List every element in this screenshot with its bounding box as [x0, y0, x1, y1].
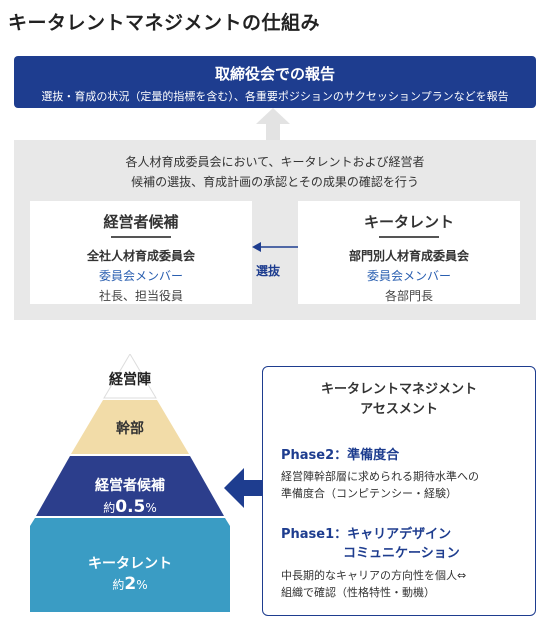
- key-talent-card: キータレント 部門別人材育成委員会 委員会メンバー 各部門長: [298, 201, 520, 304]
- percent-value: 0.5: [115, 497, 146, 517]
- heading-underline: [379, 236, 439, 238]
- assessment-title: キータレントマネジメント アセスメント: [262, 380, 536, 420]
- phase1-desc-1: 中長期的なキャリアの方向性を個人⇔: [281, 569, 467, 582]
- selection-label: 選抜: [256, 264, 281, 278]
- phase2-section: Phase2：準備度合 経営陣幹部層に求められる期待水準への 準備度合（コンピテ…: [281, 444, 531, 502]
- pyramid-third-percent: 約0.5%: [70, 497, 190, 517]
- percent-unit: %: [145, 501, 157, 515]
- approx-prefix: 約: [112, 578, 125, 592]
- executive-candidate-card: 経営者候補 全社人材育成委員会 委員会メンバー 社長、担当役員: [30, 201, 252, 304]
- board-report-box: 取締役会での報告 選抜・育成の状況（定量的指標を含む）、各重要ポジションのサクセ…: [14, 56, 536, 108]
- members-label: 委員会メンバー: [366, 269, 451, 283]
- pyramid-tier-bottom: [30, 518, 230, 612]
- approx-prefix: 約: [103, 501, 116, 515]
- pyramid-bottom-label: キータレント: [88, 556, 172, 572]
- card-heading: キータレント: [363, 213, 454, 231]
- phase2-label: Phase2：準備度合: [281, 448, 400, 463]
- members-list: 社長、担当役員: [98, 289, 183, 303]
- assessment-title-line-1: キータレントマネジメント: [320, 382, 477, 397]
- pyramid-top-label: 経営陣: [109, 372, 151, 388]
- phase2-desc-1: 経営陣幹部層に求められる期待水準への: [281, 470, 479, 483]
- phase1-section: Phase1：キャリアデザイン コミュニケーション 中長期的なキャリアの方向性を…: [281, 523, 531, 601]
- pyramid-bottom-percent: 約2%: [60, 574, 200, 594]
- talent-pyramid: [30, 354, 230, 612]
- pyramid-tier-third: [36, 456, 224, 516]
- phase1-desc-2: 組織で確認（性格特性・動機）: [281, 586, 435, 599]
- pyramid-tier-second: [71, 400, 189, 454]
- assessment-box: [262, 366, 536, 616]
- pyramid-tier-top: [103, 354, 157, 399]
- heading-underline: [111, 236, 171, 238]
- percent-unit: %: [136, 578, 148, 592]
- committee-name: 全社人材育成委員会: [86, 249, 195, 263]
- page-title: キータレントマネジメントの仕組み: [8, 12, 321, 34]
- phase1-label-2: コミュニケーション: [343, 546, 460, 561]
- left-arrow-icon: [224, 468, 262, 508]
- assessment-title-line-2: アセスメント: [360, 402, 438, 417]
- board-subtext: 選抜・育成の状況（定量的指標を含む）、各重要ポジションのサクセッションプランなど…: [41, 90, 509, 103]
- left-arrow-icon: [252, 242, 298, 252]
- pyramid-second-label: 幹部: [116, 421, 144, 437]
- committee-line-2: 候補の選抜、育成計画の承認とその成果の確認を行う: [131, 175, 419, 189]
- phase2-desc-2: 準備度合（コンピテンシー・経験）: [281, 487, 457, 500]
- pyramid-third-label: 経営者候補: [95, 478, 165, 494]
- members-label: 委員会メンバー: [98, 269, 183, 283]
- phase1-label: Phase1：キャリアデザイン: [281, 527, 452, 542]
- up-arrow-icon: [256, 108, 290, 142]
- card-heading: 経営者候補: [103, 213, 179, 231]
- percent-value: 2: [124, 574, 137, 594]
- committee-line-1: 各人材育成委員会において、キータレントおよび経営者: [125, 155, 425, 169]
- committee-description: 各人材育成委員会において、キータレントおよび経営者 候補の選抜、育成計画の承認と…: [14, 152, 536, 192]
- committee-name: 部門別人材育成委員会: [348, 249, 469, 263]
- board-heading: 取締役会での報告: [214, 65, 335, 83]
- members-list: 各部門長: [384, 289, 433, 303]
